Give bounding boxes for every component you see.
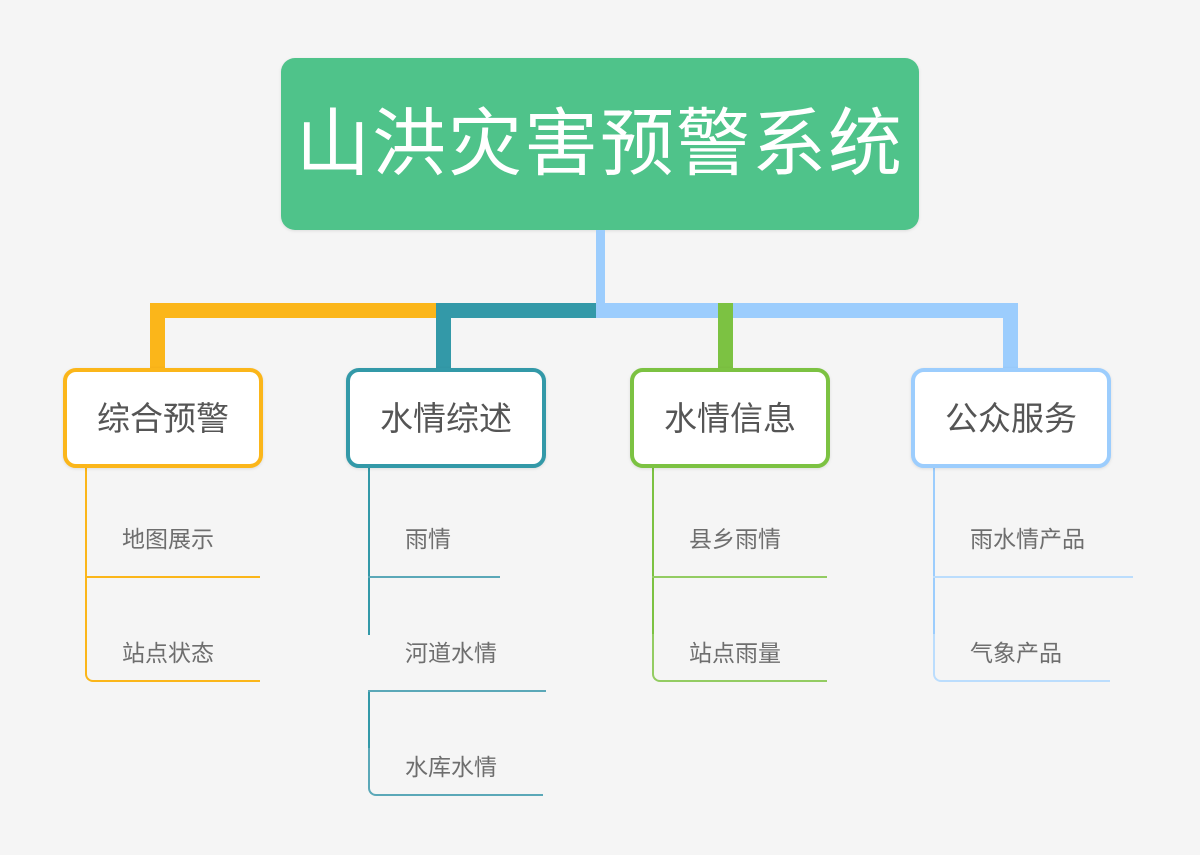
branch-node-1-label: 综合预警 [97,399,229,437]
branch-2-spine-2 [368,578,370,635]
bus-segment-teal [436,303,596,318]
leaf-item-4-2-elbow [933,634,1110,682]
leaf-item-2-3-label: 水库水情 [405,754,497,780]
branch-node-4-label: 公众服务 [945,399,1077,437]
leaf-item-4-1-underline [933,576,1133,578]
leaf-item-2-1-underline [368,576,500,578]
branch-1-spine [85,468,87,578]
branch-drop-1 [150,303,165,373]
bus-segment-blue [596,303,1018,318]
branch-drop-4 [1003,303,1018,373]
branch-node-3-label: 水情信息 [664,399,796,437]
leaf-item-2-3[interactable]: 水库水情 [368,748,543,806]
branch-4-spine [933,468,935,578]
root-node-label: 山洪灾害预警系统 [296,102,904,185]
leaf-item-3-1-underline [652,576,827,578]
leaf-item-2-2-label: 河道水情 [405,640,497,666]
branch-node-2-label: 水情综述 [380,399,512,437]
leaf-item-1-2-elbow [85,634,260,682]
leaf-item-3-1[interactable]: 县乡雨情 [652,520,827,578]
leaf-item-4-2-label: 气象产品 [970,640,1062,666]
leaf-item-2-2[interactable]: 河道水情 [368,634,546,692]
leaf-item-1-1-underline [85,576,260,578]
leaf-item-2-1[interactable]: 雨情 [368,520,500,578]
leaf-item-2-2-underline [368,690,546,692]
branch-2-spine [368,468,370,578]
leaf-item-4-2[interactable]: 气象产品 [933,634,1110,692]
branch-drop-2 [436,303,451,373]
leaf-item-3-1-label: 县乡雨情 [689,526,781,552]
branch-3-spine-2 [652,578,654,635]
bus-segment-orange [150,303,436,318]
leaf-item-1-2-label: 站点状态 [122,640,214,666]
branch-2-spine-3 [368,692,370,749]
root-trunk-connector [596,230,605,310]
leaf-item-3-2-elbow [652,634,827,682]
branch-node-4[interactable]: 公众服务 [911,368,1111,468]
root-node[interactable]: 山洪灾害预警系统 [281,58,919,230]
leaf-item-2-1-label: 雨情 [405,526,451,552]
branch-3-spine [652,468,654,578]
branch-node-1[interactable]: 综合预警 [63,368,263,468]
branch-4-spine-2 [933,578,935,635]
leaf-item-1-2[interactable]: 站点状态 [85,634,260,692]
leaf-item-4-1[interactable]: 雨水情产品 [933,520,1133,578]
leaf-item-1-1-label: 地图展示 [122,526,214,552]
leaf-item-4-1-label: 雨水情产品 [970,526,1085,552]
leaf-item-3-2[interactable]: 站点雨量 [652,634,827,692]
branch-drop-3 [718,303,733,373]
branch-1-spine-2 [85,578,87,635]
branch-node-2[interactable]: 水情综述 [346,368,546,468]
leaf-item-2-3-elbow [368,748,543,796]
leaf-item-3-2-label: 站点雨量 [689,640,781,666]
branch-node-3[interactable]: 水情信息 [630,368,830,468]
leaf-item-1-1[interactable]: 地图展示 [85,520,260,578]
